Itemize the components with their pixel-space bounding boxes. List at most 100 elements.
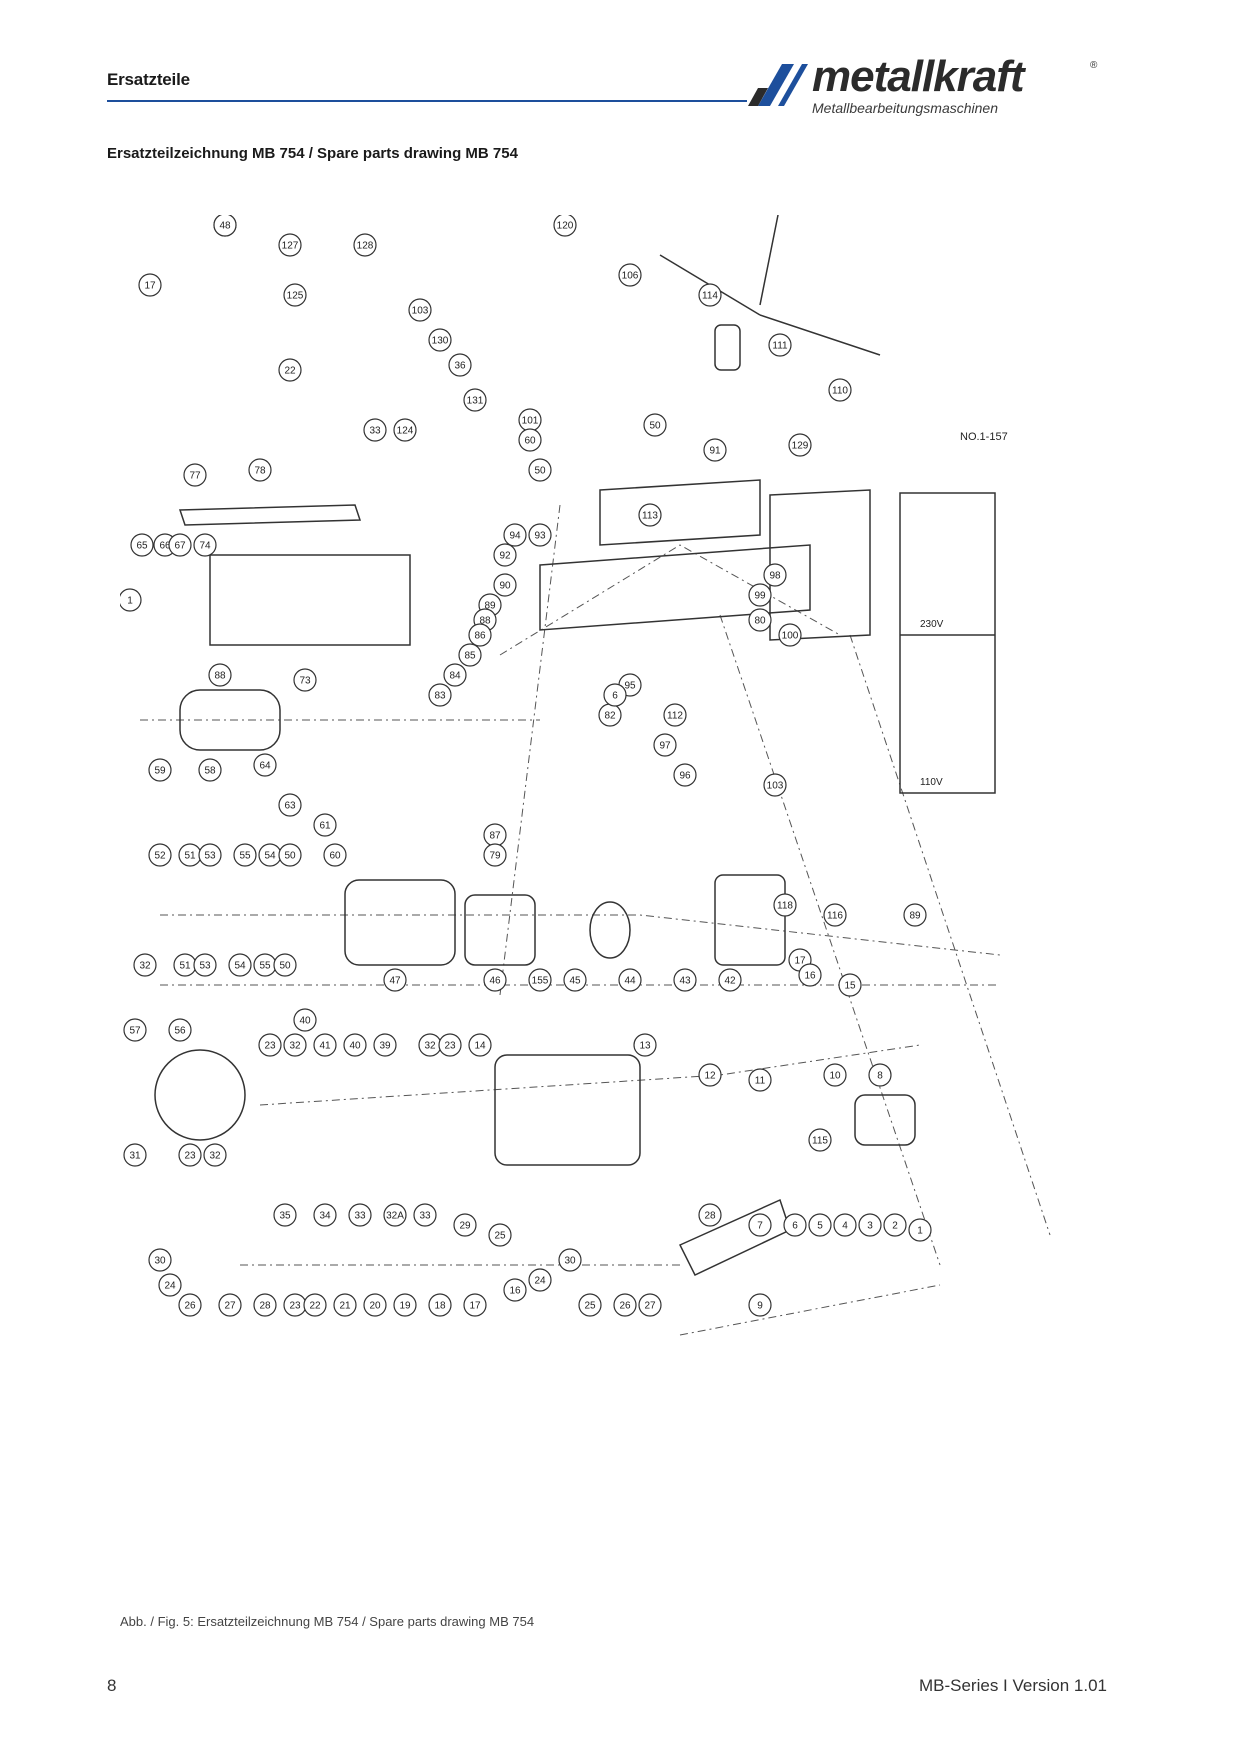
part-label: 67 <box>168 533 192 557</box>
part-label: 94 <box>503 523 527 547</box>
part-label-circle <box>763 563 787 587</box>
part-label: 12 <box>698 1063 722 1087</box>
part-label-circle <box>343 1033 367 1057</box>
part-label-number: 110 <box>832 386 848 397</box>
part-label-number: 86 <box>474 631 486 642</box>
part-label-number: 21 <box>339 1301 351 1312</box>
part-label: 21 <box>333 1293 357 1317</box>
part-label: 63 <box>278 793 302 817</box>
part-label: 32A <box>383 1203 407 1227</box>
part-label-number: 14 <box>474 1041 486 1052</box>
part-label: 111 <box>768 333 792 357</box>
part-label-number: 18 <box>434 1301 446 1312</box>
part-label: 22 <box>303 1293 327 1317</box>
part-label-circle <box>748 1293 772 1317</box>
part-label-circle <box>123 1018 147 1042</box>
part-label-number: 60 <box>524 436 536 447</box>
part-label: 36 <box>448 353 472 377</box>
part-label-circle <box>313 1033 337 1057</box>
part-label-circle <box>233 843 257 867</box>
part-label-number: 98 <box>769 571 781 582</box>
part-label: 8 <box>868 1063 892 1087</box>
part-label: 32 <box>418 1033 442 1057</box>
part-label-number: 112 <box>667 711 683 722</box>
part-label-number: 73 <box>299 676 311 687</box>
part-label-circle <box>613 1293 637 1317</box>
part-label-circle <box>323 843 347 867</box>
part-label: 106 <box>618 263 642 287</box>
part-label: 23 <box>438 1033 462 1057</box>
part-label: 53 <box>193 953 217 977</box>
part-label-circle <box>213 215 237 237</box>
part-label-circle <box>428 328 452 352</box>
part-label-number: 84 <box>449 671 461 682</box>
part-label-circle <box>428 683 452 707</box>
part-label-circle <box>413 1203 437 1227</box>
part-label-number: 32A <box>386 1211 404 1222</box>
part-label: 46 <box>483 968 507 992</box>
part-label-circle <box>393 1293 417 1317</box>
part-label-circle <box>828 378 852 402</box>
part-label: 131 <box>463 388 487 412</box>
part-label-number: 124 <box>397 426 414 437</box>
part-label: 24 <box>528 1268 552 1292</box>
part-label-circle <box>618 968 642 992</box>
part-label-circle <box>618 263 642 287</box>
part-label-circle <box>253 753 277 777</box>
part-label-number: 40 <box>349 1041 361 1052</box>
part-label-number: 106 <box>622 271 639 282</box>
part-label-number: 96 <box>679 771 691 782</box>
part-label-number: 29 <box>459 1221 471 1232</box>
part-label: 1 <box>908 1218 932 1242</box>
part-label-number: 53 <box>204 851 216 862</box>
part-label-number: 3 <box>867 1221 873 1232</box>
part-label: 98 <box>763 563 787 587</box>
part-label-number: 4 <box>842 1221 848 1232</box>
part-label-circle <box>868 1063 892 1087</box>
part-label-circle <box>643 413 667 437</box>
part-label: 61 <box>313 813 337 837</box>
part-label-number: 111 <box>772 341 788 352</box>
part-label-number: 26 <box>619 1301 631 1312</box>
part-label: 30 <box>148 1248 172 1272</box>
part-label: 87 <box>483 823 507 847</box>
part-label-number: 11 <box>755 1076 766 1087</box>
part-label-circle <box>193 953 217 977</box>
part-label: 127 <box>278 233 302 257</box>
part-label: 103 <box>408 298 432 322</box>
part-label-circle <box>468 623 492 647</box>
part-label-circle <box>203 1143 227 1167</box>
part-label-number: 42 <box>724 976 736 987</box>
part-label: 116 <box>823 903 847 927</box>
part-label: 97 <box>653 733 677 757</box>
part-label-circle <box>453 1213 477 1237</box>
part-label-number: 79 <box>489 851 501 862</box>
part-label-circle <box>283 283 307 307</box>
part-label-circle <box>493 573 517 597</box>
part-label-number: 17 <box>794 956 806 967</box>
part-label-circle <box>718 968 742 992</box>
part-label-circle <box>458 643 482 667</box>
part-label: 17 <box>138 273 162 297</box>
part-label-circle <box>528 523 552 547</box>
part-label-number: 66 <box>159 541 171 552</box>
part-label-number: 23 <box>184 1151 196 1162</box>
part-label: 15 <box>838 973 862 997</box>
part-label-circle <box>283 1033 307 1057</box>
part-label-circle <box>503 1278 527 1302</box>
part-label: 88 <box>208 663 232 687</box>
part-label-circle <box>258 1033 282 1057</box>
part-label-circle <box>768 333 792 357</box>
part-label: 28 <box>253 1293 277 1317</box>
part-label-number: 56 <box>174 1026 186 1037</box>
part-label: 44 <box>618 968 642 992</box>
part-label-number: 97 <box>659 741 671 752</box>
part-label-circle <box>808 1213 832 1237</box>
part-label-circle <box>123 1143 147 1167</box>
part-label: 25 <box>578 1293 602 1317</box>
part-label-circle <box>228 953 252 977</box>
part-label: 19 <box>393 1293 417 1317</box>
part-label-circle <box>663 703 687 727</box>
part-label-circle <box>488 1223 512 1247</box>
part-label-number: 100 <box>782 631 799 642</box>
